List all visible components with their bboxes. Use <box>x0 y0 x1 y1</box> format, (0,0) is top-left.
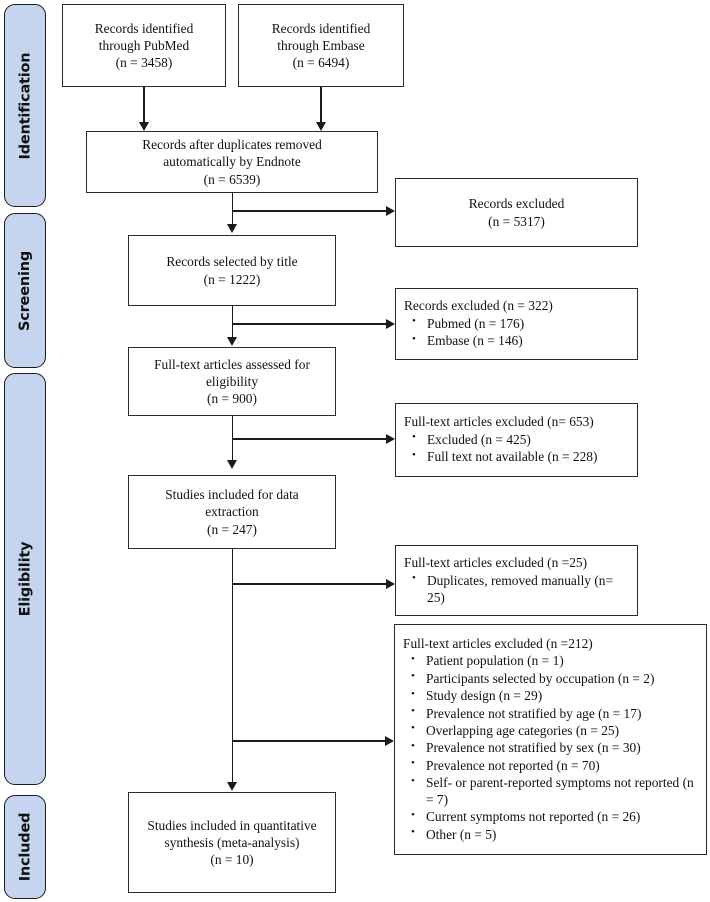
box-final-line2: synthesis (meta-analysis) <box>164 834 300 850</box>
box-records-embase: Records identified through Embase (n = 6… <box>238 4 404 87</box>
box-embase-line1: Records identified <box>271 20 371 36</box>
box-fulltext-assessed-line1: Full-text articles assessed for <box>154 356 310 372</box>
arrowhead-branch-to-excluded-653 <box>386 433 395 444</box>
arrowhead-extraction-to-final <box>227 782 238 791</box>
box-excluded-322-heading: Records excluded (n = 322) <box>404 298 553 314</box>
box-duplicates-line1: Records after duplicates removed <box>142 137 322 153</box>
connector-branch-to-excluded-212 <box>231 740 389 742</box>
box-records-selected-by-title: Records selected by title (n = 1222) <box>128 235 336 306</box>
list-item: Self- or parent-reported symptoms not re… <box>403 775 698 809</box>
box-fulltext-excluded-653: Full-text articles excluded (n= 653) Exc… <box>395 403 638 477</box>
phase-bar-eligibility: Eligibility <box>4 373 46 785</box>
list-item: Duplicates, removed manually (n= 25) <box>404 572 629 607</box>
box-selected-title-line1: Records selected by title <box>166 254 298 270</box>
list-item: Current symptoms not reported (n = 26) <box>403 809 698 826</box>
phase-label-identification: Identification <box>17 52 34 159</box>
box-pubmed-count: (n = 3458) <box>115 55 173 71</box>
connector-embase-to-duplicates <box>320 86 322 124</box>
arrowhead-selected-to-fulltext <box>227 337 238 346</box>
box-records-pubmed: Records identified through PubMed (n = 3… <box>62 4 226 87</box>
list-item: Embase (n = 146) <box>404 333 524 350</box>
box-excluded-5317-count: (n = 5317) <box>488 213 545 229</box>
box-final-line1: Studies included in quantitative <box>147 817 317 833</box>
box-selected-title-count: (n = 1222) <box>203 271 261 287</box>
box-excluded-653-list: Excluded (n = 425) Full text not availab… <box>404 431 597 466</box>
box-excluded-653-heading: Full-text articles excluded (n= 653) <box>404 414 594 430</box>
phase-label-included: Included <box>17 812 34 882</box>
phase-label-screening: Screening <box>17 250 33 331</box>
box-fulltext-assessed-line2: eligibility <box>205 373 259 389</box>
list-item: Participants selected by occupation (n =… <box>403 670 698 688</box>
box-excluded-212-list: Patient population (n = 1) Participants … <box>403 653 698 844</box>
box-fulltext-assessed: Full-text articles assessed for eligibil… <box>128 347 336 416</box>
box-pubmed-line1: Records identified <box>94 20 194 36</box>
box-extraction-line2: extraction <box>205 504 259 520</box>
list-item: Full text not available (n = 228) <box>404 449 597 466</box>
connector-branch-to-excluded-653 <box>231 438 390 440</box>
arrowhead-pubmed-to-duplicates <box>138 122 149 131</box>
box-extraction-line1: Studies included for data <box>165 487 299 503</box>
box-excluded-25-heading: Full-text articles excluded (n =25) <box>404 555 588 571</box>
connector-branch-to-excluded-5317 <box>231 210 390 212</box>
box-excluded-25-list: Duplicates, removed manually (n= 25) <box>404 572 629 607</box>
arrowhead-branch-to-excluded-25 <box>386 578 395 589</box>
box-pubmed-line2: through PubMed <box>98 37 190 53</box>
arrowhead-branch-to-excluded-212 <box>385 735 394 746</box>
list-item: Pubmed (n = 176) <box>404 315 524 333</box>
list-item: Study design (n = 29) <box>403 688 698 705</box>
box-embase-line2: through Embase <box>277 37 365 53</box>
phase-bar-included: Included <box>4 795 46 899</box>
box-excluded-212-heading: Full-text articles excluded (n =212) <box>403 635 593 651</box>
list-item: Prevalence not stratified by age (n = 17… <box>403 705 698 723</box>
box-records-excluded-5317: Records excluded (n = 5317) <box>395 178 638 247</box>
box-duplicates-count: (n = 6539) <box>203 171 261 187</box>
box-excluded-322-list: Pubmed (n = 176) Embase (n = 146) <box>404 315 524 350</box>
list-item: Prevalence not stratified by sex (n = 30… <box>403 740 698 757</box>
connector-extraction-to-final <box>231 548 234 784</box>
arrowhead-branch-to-excluded-322 <box>386 318 395 329</box>
phase-bar-screening: Screening <box>4 213 46 368</box>
arrowhead-duplicates-to-selected <box>227 224 238 233</box>
box-embase-count: (n = 6494) <box>292 55 350 71</box>
box-fulltext-excluded-212: Full-text articles excluded (n =212) Pat… <box>394 624 707 855</box>
box-fulltext-excluded-25: Full-text articles excluded (n =25) Dupl… <box>395 545 638 616</box>
list-item: Patient population (n = 1) <box>403 653 698 670</box>
connector-branch-to-excluded-322 <box>231 323 390 325</box>
list-item: Prevalence not reported (n = 70) <box>403 757 698 775</box>
phase-label-eligibility: Eligibility <box>17 541 34 617</box>
arrowhead-fulltext-to-extraction <box>227 460 238 469</box>
connector-selected-to-fulltext <box>231 305 234 339</box>
box-fulltext-assessed-count: (n = 900) <box>207 391 257 407</box>
box-final-count: (n = 10) <box>210 852 254 868</box>
box-studies-included-final: Studies included in quantitative synthes… <box>128 792 336 893</box>
list-item: Excluded (n = 425) <box>404 431 597 449</box>
phase-bar-identification: Identification <box>4 4 46 207</box>
box-studies-data-extraction: Studies included for data extraction (n … <box>128 475 336 549</box>
list-item: Other (n = 5) <box>403 826 698 844</box>
list-item: Overlapping age categories (n = 25) <box>403 722 698 740</box>
box-duplicates-removed: Records after duplicates removed automat… <box>86 131 378 193</box>
connector-branch-to-excluded-25 <box>231 583 390 585</box>
connector-pubmed-to-duplicates <box>143 86 145 124</box>
connector-duplicates-to-selected <box>231 192 234 226</box>
box-extraction-count: (n = 247) <box>207 521 257 537</box>
arrowhead-branch-to-excluded-5317 <box>386 205 395 216</box>
arrowhead-embase-to-duplicates <box>315 122 326 131</box>
box-records-excluded-322: Records excluded (n = 322) Pubmed (n = 1… <box>395 288 638 360</box>
box-duplicates-line2: automatically by Endnote <box>163 154 301 170</box>
box-excluded-5317-line1: Records excluded <box>468 196 565 212</box>
